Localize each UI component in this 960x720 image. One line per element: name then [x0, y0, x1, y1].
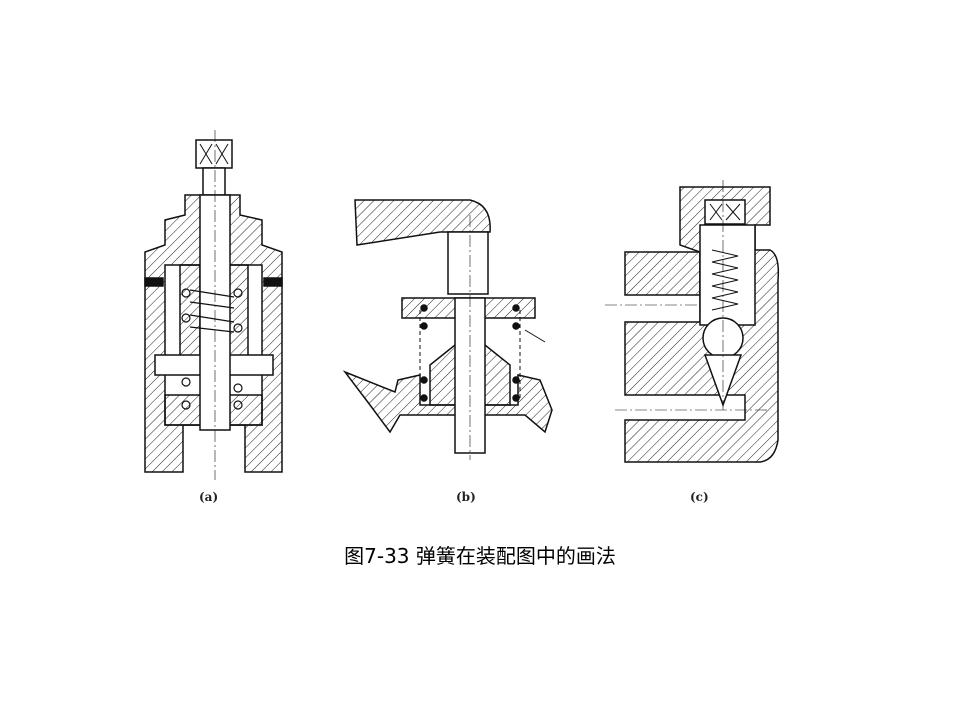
subfigure-label-b: (b) — [456, 490, 476, 504]
drawing-c-ball-valve — [605, 180, 780, 463]
subfigure-label-c: (c) — [690, 490, 709, 504]
figure-caption: 图7-33 弹簧在装配图中的画法 — [344, 544, 616, 568]
drawing-b-handle-valve — [342, 199, 553, 460]
subfigure-label-a: (a) — [199, 490, 219, 504]
drawing-a-valve — [144, 130, 283, 480]
